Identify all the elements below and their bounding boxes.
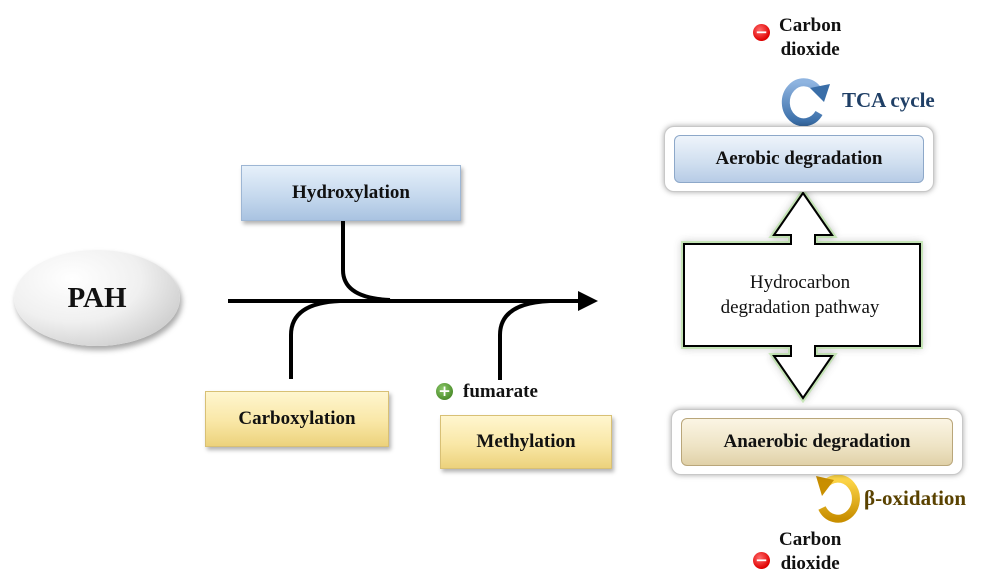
fumarate-label: fumarate [463,381,538,402]
minus-icon: − [753,552,770,569]
aerobic-degradation-node: Aerobic degradation [674,135,924,183]
carbon-dioxide-top-label: Carbon dioxide [779,14,841,62]
co2-top-line1: Carbon [779,15,842,36]
anaerobic-degradation-node: Anaerobic degradation [681,418,953,466]
hydroxylation-connector [341,220,391,302]
co2-bottom-line2: dioxide [780,553,840,574]
circular-arrow-icon [816,474,860,523]
minus-icon: − [753,24,770,41]
carboxylation-connector [289,299,341,379]
beta-oxidation-label: β-oxidation [864,486,967,510]
aerobic-degradation-frame: Aerobic degradation [664,126,934,192]
tca-cycle-label: TCA cycle [842,88,935,112]
hydroxylation-node: Hydroxylation [241,165,461,221]
pah-node: PAH [14,250,180,346]
main-arrow-head [578,291,598,311]
pathway-label: Hydrocarbon degradation pathway [688,270,912,320]
circular-arrow-icon [781,78,830,127]
carbon-dioxide-bottom-label: Carbon dioxide [779,528,841,576]
pathway-label-line2: degradation pathway [720,297,880,318]
plus-icon: + [436,383,453,400]
co2-bottom-line1: Carbon [779,529,842,550]
anaerobic-degradation-frame: Anaerobic degradation [671,409,963,475]
carboxylation-node: Carboxylation [205,391,389,447]
pathway-label-line1: Hydrocarbon [749,272,851,293]
methylation-node: Methylation [440,415,612,469]
methylation-connector [498,299,551,380]
co2-top-line2: dioxide [780,39,840,60]
